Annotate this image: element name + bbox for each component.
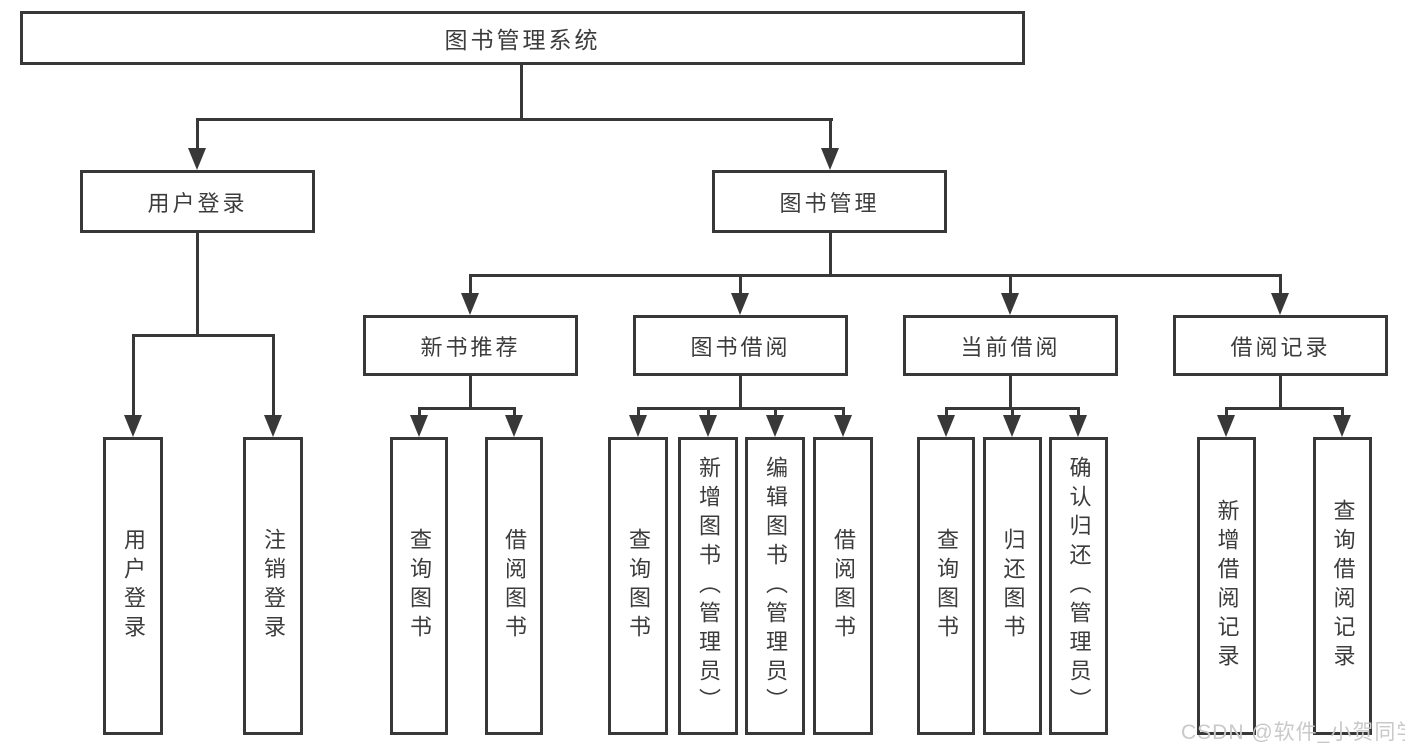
connector-borrowing-hbar: [637, 407, 845, 410]
arrow-down-icon: [264, 415, 282, 437]
connector-root-hbar: [196, 118, 833, 121]
connector-to-records: [1279, 274, 1282, 296]
connector-user-login-hbar: [132, 334, 275, 337]
connector-borrowing-stub: [739, 376, 742, 410]
leaf-borrow-books-2: 借阅图书: [813, 437, 873, 735]
node-current-label: 当前借阅: [960, 334, 1061, 360]
leaf-logout-label: 注销登录: [261, 528, 286, 644]
node-root-label: 图书管理系统: [444, 27, 601, 53]
leaf-borrow-books-1: 借阅图书: [485, 437, 543, 735]
leaf-confirm-return-admin: 确认归还（管理员）: [1049, 437, 1108, 735]
node-new-books-label: 新书推荐: [420, 334, 521, 360]
arrow-down-icon: [1217, 415, 1235, 437]
arrow-down-icon: [1001, 293, 1019, 315]
connector-new-books-hbar: [418, 407, 516, 410]
node-current: 当前借阅: [903, 315, 1118, 376]
node-user-login-label: 用户登录: [147, 190, 248, 216]
node-borrowing: 图书借阅: [633, 315, 848, 376]
csdn-watermark: CSDN @软件_小贺同学: [1181, 721, 1405, 744]
leaf-add-borrow-record-label: 新增借阅记录: [1214, 499, 1240, 673]
connector-leaf: [637, 407, 640, 417]
arrow-down-icon: [1003, 415, 1021, 437]
node-records: 借阅记录: [1173, 315, 1388, 376]
node-new-books: 新书推荐: [363, 315, 578, 376]
leaf-logout: 注销登录: [243, 437, 303, 735]
leaf-query-books-3: 查询图书: [917, 437, 975, 735]
connector-records-stub: [1279, 376, 1282, 410]
arrow-down-icon: [1333, 415, 1351, 437]
connector-leaf: [1011, 407, 1014, 417]
leaf-return-books: 归还图书: [983, 437, 1042, 735]
arrow-down-icon: [1271, 293, 1289, 315]
connector-to-leaf-login: [132, 334, 135, 417]
arrow-down-icon: [410, 415, 428, 437]
connector-to-borrowing: [739, 274, 742, 296]
connector-to-book-mgmt: [829, 118, 832, 150]
connector-leaf: [1341, 407, 1344, 417]
node-book-mgmt-label: 图书管理: [779, 190, 880, 216]
arrow-down-icon: [937, 415, 955, 437]
arrow-down-icon: [834, 415, 852, 437]
connector-to-new-books: [469, 274, 472, 296]
leaf-edit-books-admin-label: 编辑图书（管理员）: [763, 455, 788, 717]
connector-leaf: [418, 407, 421, 417]
leaf-user-login: 用户登录: [103, 437, 163, 735]
arrow-down-icon: [731, 293, 749, 315]
connector-current-stub: [1009, 376, 1012, 410]
leaf-add-books-admin-label: 新增图书（管理员）: [696, 455, 721, 717]
leaf-query-books-2-label: 查询图书: [626, 528, 651, 644]
arrow-down-icon: [1069, 415, 1087, 437]
connector-leaf: [842, 407, 845, 417]
leaf-query-borrow-record: 查询借阅记录: [1313, 437, 1372, 735]
connector-leaf: [774, 407, 777, 417]
arrow-down-icon: [766, 415, 784, 437]
arrow-down-icon: [461, 293, 479, 315]
connector-records-hbar: [1225, 407, 1344, 410]
leaf-return-books-label: 归还图书: [1000, 528, 1026, 644]
node-records-label: 借阅记录: [1230, 334, 1331, 360]
leaf-add-books-admin: 新增图书（管理员）: [678, 437, 738, 735]
leaf-borrow-books-1-label: 借阅图书: [502, 528, 527, 644]
connector-to-leaf-logout: [272, 334, 275, 417]
node-user-login: 用户登录: [80, 170, 315, 233]
arrow-down-icon: [821, 148, 839, 170]
connector-leaf: [1225, 407, 1228, 417]
leaf-add-borrow-record: 新增借阅记录: [1197, 437, 1256, 735]
connector-to-user-login: [196, 118, 199, 150]
connector-to-current: [1009, 274, 1012, 296]
leaf-query-books-1-label: 查询图书: [407, 528, 432, 644]
connector-book-mgmt-hbar: [469, 274, 1282, 277]
leaf-edit-books-admin: 编辑图书（管理员）: [745, 437, 805, 735]
leaf-query-books-2: 查询图书: [608, 437, 668, 735]
connector-leaf: [513, 407, 516, 417]
connector-user-login-stub: [196, 233, 199, 337]
arrow-down-icon: [699, 415, 717, 437]
leaf-query-books-1: 查询图书: [390, 437, 448, 735]
node-borrowing-label: 图书借阅: [690, 334, 791, 360]
leaf-borrow-books-2-label: 借阅图书: [831, 528, 856, 644]
leaf-user-login-label: 用户登录: [121, 528, 146, 644]
connector-leaf: [707, 407, 710, 417]
leaf-query-books-3-label: 查询图书: [934, 528, 959, 644]
connector-leaf: [1077, 407, 1080, 417]
connector-root-stub: [520, 65, 523, 121]
connector-book-mgmt-stub: [829, 233, 832, 277]
arrow-down-icon: [505, 415, 523, 437]
node-book-mgmt: 图书管理: [712, 170, 947, 233]
arrow-down-icon: [188, 148, 206, 170]
arrow-down-icon: [629, 415, 647, 437]
leaf-query-borrow-record-label: 查询借阅记录: [1330, 499, 1356, 673]
leaf-confirm-return-admin-label: 确认归还（管理员）: [1066, 455, 1092, 717]
connector-new-books-stub: [469, 376, 472, 410]
connector-leaf: [945, 407, 948, 417]
node-root: 图书管理系统: [20, 11, 1025, 65]
arrow-down-icon: [124, 415, 142, 437]
